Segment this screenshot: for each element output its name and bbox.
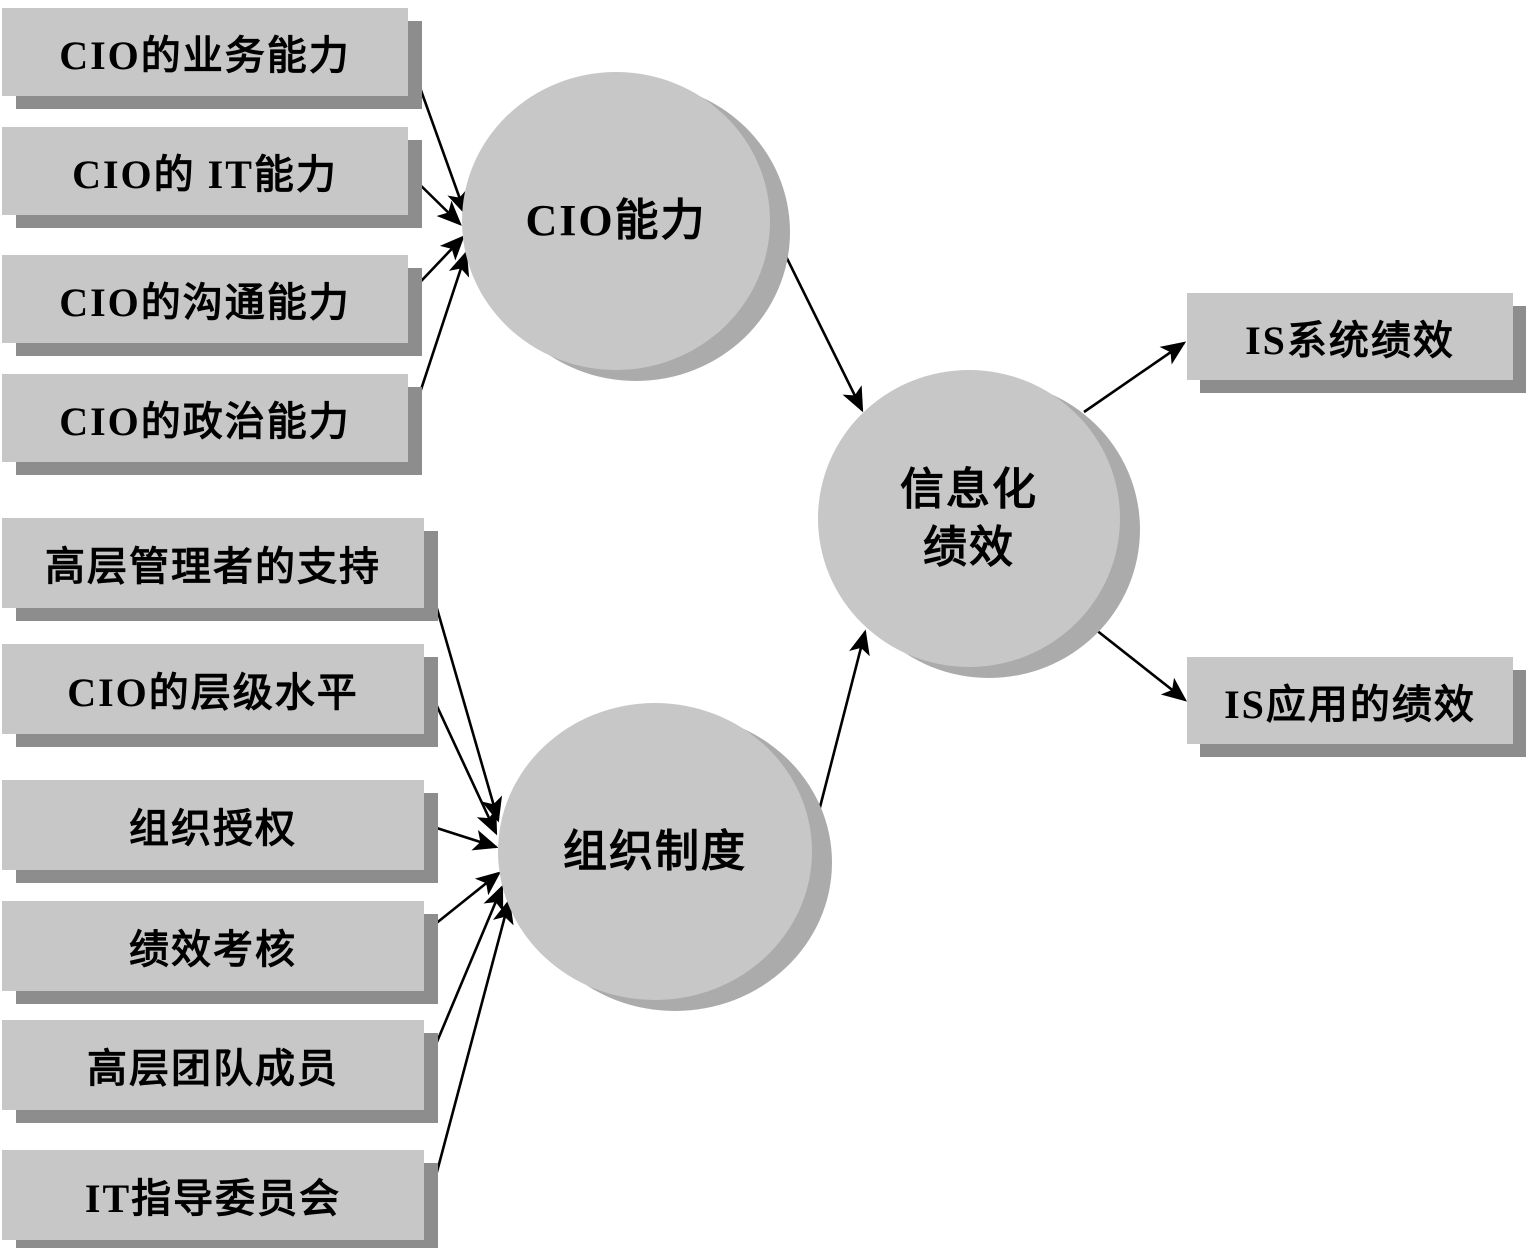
box-org-authorization: 组织授权 [2,780,424,870]
edge-ellipse-cio-capability--ellipse-info-performance [767,221,864,413]
box-label: 高层团队成员 [87,1046,339,1091]
edge-box-cio-it-ability--ellipse-cio-capability [408,173,462,226]
box-label: CIO的沟通能力 [59,280,351,325]
box-label: CIO的业务能力 [59,33,351,78]
box-label: IS系统绩效 [1245,317,1455,363]
ellipse-label: 信息化 绩效 [900,465,1038,572]
box-cio-business-ability: CIO的业务能力 [2,8,408,96]
edge-ellipse-org-system--ellipse-info-performance [808,629,870,847]
box-label: CIO的层级水平 [67,670,359,715]
box-label: CIO的 IT能力 [72,152,338,197]
box-cio-it-ability: CIO的 IT能力 [2,127,408,215]
edge-box-cio-business-ability--ellipse-cio-capability [407,56,468,216]
ellipse-cio-capability: CIO能力 [462,72,770,370]
edge-box-performance-appraisal--ellipse-org-system [428,871,502,931]
edge-box-top-management-support--ellipse-org-system [425,573,503,823]
box-it-steering-committee: IT指导委员会 [2,1150,424,1240]
box-label: 绩效考核 [129,927,297,972]
box-cio-political-ability: CIO的政治能力 [2,374,408,462]
edge-box-cio-communication-ability--ellipse-cio-capability [405,235,465,298]
box-label: IS应用的绩效 [1224,681,1476,727]
edge-box-it-steering-committee--ellipse-org-system [432,898,514,1184]
box-cio-communication-ability: CIO的沟通能力 [2,255,408,343]
ellipse-org-system: 组织制度 [498,703,812,1000]
box-is-application-performance: IS应用的绩效 [1187,657,1513,744]
box-label: CIO的政治能力 [59,399,351,444]
edge-ellipse-info-performance--box-is-application-performance [1085,620,1188,702]
box-label: 高层管理者的支持 [45,544,381,589]
box-performance-appraisal: 绩效考核 [2,901,424,991]
box-label: 组织授权 [129,806,297,851]
box-label: IT指导委员会 [84,1176,342,1221]
edge-box-org-authorization--ellipse-org-system [420,821,499,851]
edge-ellipse-info-performance--box-is-system-performance [1083,341,1187,414]
box-cio-hierarchy-level: CIO的层级水平 [2,644,424,734]
edge-box-top-team-members--ellipse-org-system [429,884,504,1057]
ellipse-info-performance: 信息化 绩效 [818,370,1120,667]
box-is-system-performance: IS系统绩效 [1187,293,1513,380]
ellipse-label: 组织制度 [563,826,747,876]
box-top-management-support: 高层管理者的支持 [2,518,424,608]
edge-box-cio-political-ability--ellipse-cio-capability [409,250,470,421]
box-top-team-members: 高层团队成员 [2,1020,424,1110]
ellipse-label: CIO能力 [525,196,707,246]
edge-box-cio-hierarchy-level--ellipse-org-system [427,688,498,836]
